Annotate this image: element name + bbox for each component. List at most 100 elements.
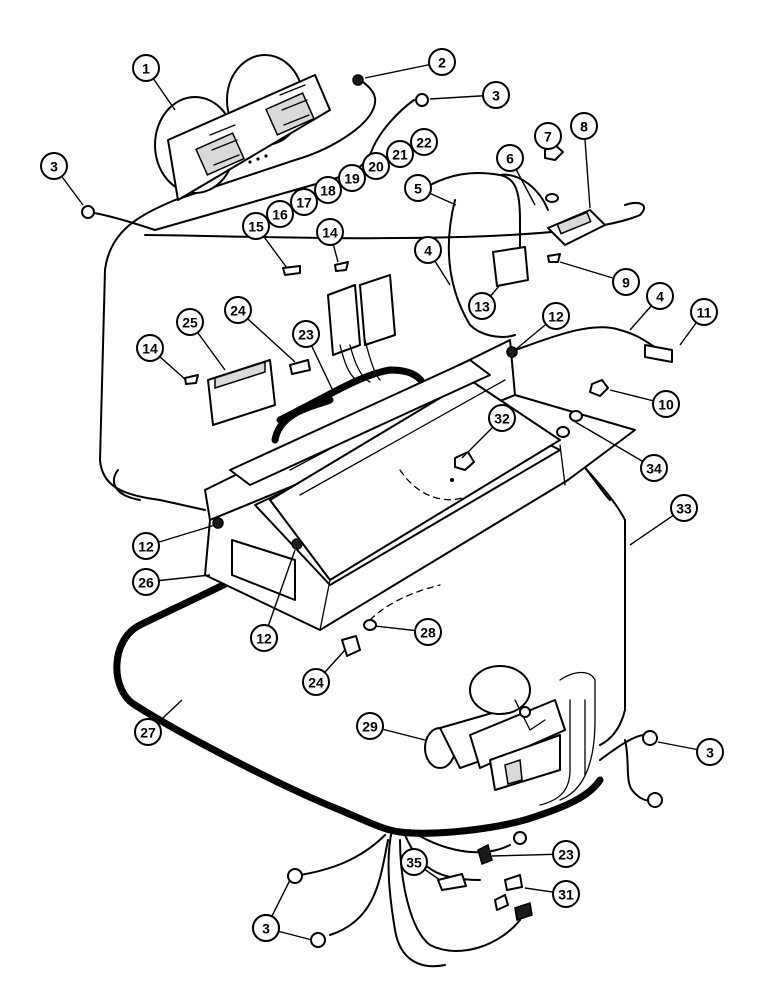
callout-23: 23: [292, 320, 320, 348]
callout-3: 3: [40, 152, 68, 180]
callout-number: 35: [406, 855, 422, 871]
callout-circle: [552, 880, 580, 908]
callout-11: 11: [690, 298, 718, 326]
callout-circle: [570, 112, 598, 140]
callout-circle: [338, 164, 366, 192]
callout-circle: [640, 454, 668, 482]
callout-circle: [176, 308, 204, 336]
callout-number: 23: [298, 327, 314, 343]
callout-number: 5: [414, 181, 422, 197]
callout-circle: [132, 54, 160, 82]
callout-circle: [652, 390, 680, 418]
callout-number: 3: [262, 921, 270, 937]
callout-number: 16: [272, 207, 288, 223]
callout-number: 13: [474, 299, 490, 315]
callout-circle: [362, 152, 390, 180]
callout-number: 14: [142, 341, 158, 357]
callout-number: 17: [296, 195, 312, 211]
callout-number: 6: [506, 151, 514, 167]
callout-32: 32: [488, 404, 516, 432]
callout-12: 12: [132, 532, 160, 560]
callout-3: 3: [252, 914, 280, 942]
callout-number: 28: [420, 625, 436, 641]
callout-circle: [670, 494, 698, 522]
callout-circle: [292, 320, 320, 348]
callout-circle: [136, 334, 164, 362]
leader-line-34: [571, 419, 655, 469]
callout-circle: [40, 152, 68, 180]
callout-14: 14: [136, 334, 164, 362]
callout-14: 14: [316, 218, 344, 246]
callout-circle: [400, 848, 428, 876]
callout-circle: [250, 624, 278, 652]
callout-number: 7: [544, 129, 552, 145]
callout-circle: [534, 122, 562, 150]
callout-circle: [132, 568, 160, 596]
callout-number: 29: [362, 719, 378, 735]
callout-7: 7: [534, 122, 562, 150]
callout-circle: [356, 712, 384, 740]
callout-labels: 1233333445678910111212121314141516171819…: [40, 48, 724, 942]
callout-15: 15: [242, 212, 270, 240]
callout-number: 3: [492, 88, 500, 104]
callout-circle: [488, 404, 516, 432]
callout-circle: [482, 81, 510, 109]
leader-line-12: [263, 549, 296, 639]
callout-2: 2: [428, 48, 456, 76]
callout-circle: [252, 914, 280, 942]
callout-25: 25: [176, 308, 204, 336]
callout-31: 31: [552, 880, 580, 908]
callout-circle: [414, 236, 442, 264]
callout-number: 11: [697, 305, 712, 321]
callout-number: 4: [424, 243, 432, 259]
callout-circle: [542, 302, 570, 330]
callout-circle: [132, 532, 160, 560]
callout-number: 31: [558, 887, 574, 903]
callout-number: 12: [138, 539, 154, 555]
callout-34: 34: [640, 454, 668, 482]
callout-23: 23: [552, 840, 580, 868]
callout-number: 20: [368, 159, 384, 175]
callout-9: 9: [612, 268, 640, 296]
callout-27: 27: [134, 718, 162, 746]
callout-21: 21: [386, 140, 414, 168]
callout-number: 15: [248, 219, 264, 235]
callout-circle: [410, 128, 438, 156]
callout-number: 27: [140, 725, 156, 741]
callout-26: 26: [132, 568, 160, 596]
callout-circle: [414, 618, 442, 646]
callout-number: 9: [622, 275, 630, 291]
callout-circle: [316, 218, 344, 246]
callout-12: 12: [542, 302, 570, 330]
callout-number: 3: [706, 745, 714, 761]
callout-number: 1: [142, 61, 150, 77]
thin-wiring: [87, 79, 661, 968]
callout-12: 12: [250, 624, 278, 652]
callout-35: 35: [400, 848, 428, 876]
callout-number: 18: [320, 183, 336, 199]
callout-number: 12: [256, 631, 272, 647]
callout-3: 3: [482, 81, 510, 109]
callout-circle: [290, 188, 318, 216]
callout-circle: [242, 212, 270, 240]
callout-6: 6: [496, 144, 524, 172]
callout-circle: [404, 174, 432, 202]
callout-13: 13: [468, 292, 496, 320]
callout-29: 29: [356, 712, 384, 740]
callout-number: 23: [558, 847, 574, 863]
callout-number: 24: [308, 675, 324, 691]
callout-1: 1: [132, 54, 160, 82]
callout-22: 22: [410, 128, 438, 156]
callout-28: 28: [414, 618, 442, 646]
callout-circle: [646, 282, 674, 310]
heater-box: [204, 339, 636, 631]
callout-4: 4: [414, 236, 442, 264]
callout-number: 2: [438, 55, 446, 71]
blower-motor-assembly: [154, 54, 331, 201]
callout-10: 10: [652, 390, 680, 418]
callout-circle: [612, 268, 640, 296]
callout-20: 20: [362, 152, 390, 180]
callout-number: 12: [548, 309, 564, 325]
